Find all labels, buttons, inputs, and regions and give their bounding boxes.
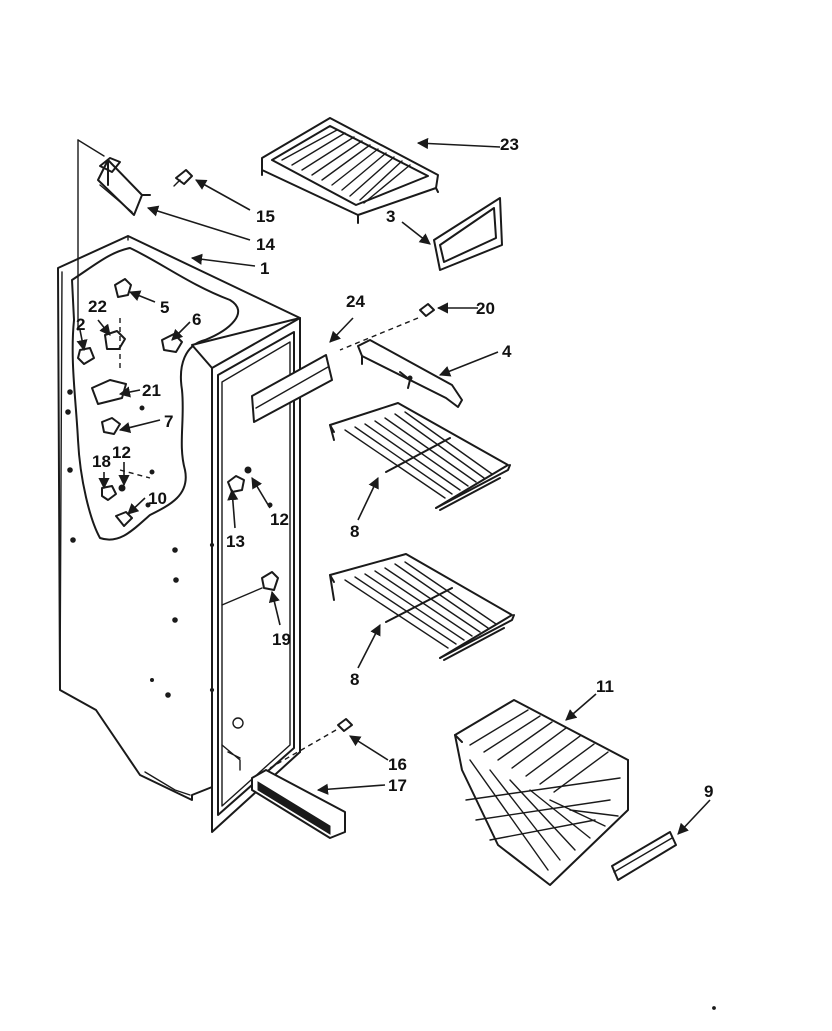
callout-2: 2 (76, 315, 85, 334)
callout-labels: 23 3 15 14 1 24 20 5 22 2 6 4 21 7 12 18… (76, 135, 713, 801)
callout-1: 1 (260, 259, 269, 278)
callout-5: 5 (160, 298, 169, 317)
callout-14: 14 (256, 235, 275, 254)
wire-shelf-lower (329, 553, 515, 661)
callout-16: 16 (388, 755, 407, 774)
callout-23: 23 (500, 135, 519, 154)
callout-9: 9 (704, 782, 713, 801)
liner-front-frame (191, 317, 301, 833)
callout-18: 18 (92, 452, 111, 471)
wire-shelf-upper (329, 402, 511, 511)
shelf-part-23 (261, 117, 439, 224)
callout-11: 11 (596, 677, 614, 696)
trim-part-3 (433, 197, 503, 271)
callout-6: 6 (192, 310, 201, 329)
bracket-part-4 (339, 303, 463, 408)
callout-22: 22 (88, 297, 107, 316)
callout-21: 21 (142, 381, 161, 400)
callout-12-right: 12 (270, 510, 289, 529)
screw-part-15 (173, 169, 193, 187)
callout-7: 7 (164, 412, 173, 431)
basket-part-11 (454, 699, 629, 886)
freezer-liner (57, 139, 301, 801)
leader-lines (76, 137, 711, 835)
trim-part-9 (611, 831, 677, 881)
callout-20: 20 (476, 299, 495, 318)
grille-part-17 (251, 769, 346, 839)
callout-8-upper: 8 (350, 522, 359, 541)
callout-4: 4 (502, 342, 512, 361)
callout-13: 13 (226, 532, 245, 551)
trim-part-24 (251, 354, 333, 423)
callout-15: 15 (256, 207, 275, 226)
callout-3: 3 (386, 207, 395, 226)
callout-12-left: 12 (112, 443, 131, 462)
callout-19: 19 (272, 630, 291, 649)
callout-24: 24 (346, 292, 365, 311)
bracket-part-14 (77, 139, 151, 216)
callout-8-lower: 8 (350, 670, 359, 689)
callout-17: 17 (388, 776, 407, 795)
screw-part-16 (269, 718, 353, 769)
callout-10: 10 (148, 489, 167, 508)
